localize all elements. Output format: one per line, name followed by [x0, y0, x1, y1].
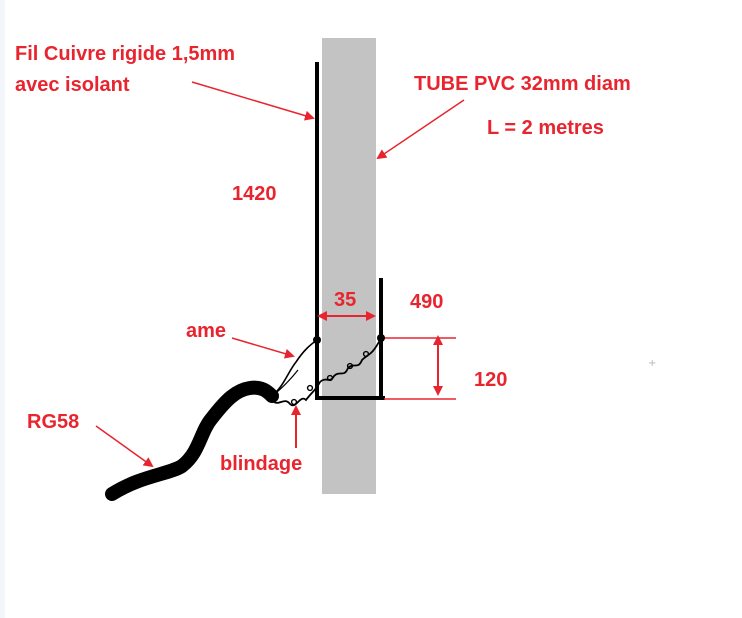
stray-mark: +	[648, 358, 656, 369]
label-dim-vertical: 1420	[232, 183, 277, 205]
label-core: ame	[186, 320, 227, 342]
label-tube: TUBE PVC 32mm diam	[414, 73, 631, 95]
rg58-cable	[105, 380, 279, 501]
braid-loop-4	[346, 362, 354, 370]
label-dim-height: 120	[474, 369, 508, 391]
solder-dot-shield	[377, 334, 385, 342]
braid-loop-1	[290, 398, 298, 406]
label-length: L = 2 metres	[487, 117, 604, 139]
label-dim-short-arm: 490	[410, 291, 444, 313]
arrow-tube	[376, 99, 465, 160]
core-wire-b	[271, 369, 299, 397]
braid-loop-2	[306, 384, 314, 392]
arrow-cable	[95, 425, 154, 468]
label-dim-gap: 35	[334, 289, 357, 311]
braid-loop-3	[326, 374, 334, 382]
label-cable: RG58	[27, 411, 80, 433]
arrow-wire	[191, 81, 315, 121]
braid-loop-5	[362, 350, 370, 358]
pvc-tube	[322, 38, 376, 494]
label-wire: Fil Cuivre rigide 1,5mm	[15, 43, 236, 65]
core-wire	[271, 339, 318, 397]
label-wire-line2: avec isolant	[15, 74, 130, 96]
arrow-core	[231, 337, 295, 359]
window-edge	[0, 0, 5, 618]
solder-dot-core	[313, 336, 321, 344]
label-shield: blindage	[220, 453, 303, 475]
